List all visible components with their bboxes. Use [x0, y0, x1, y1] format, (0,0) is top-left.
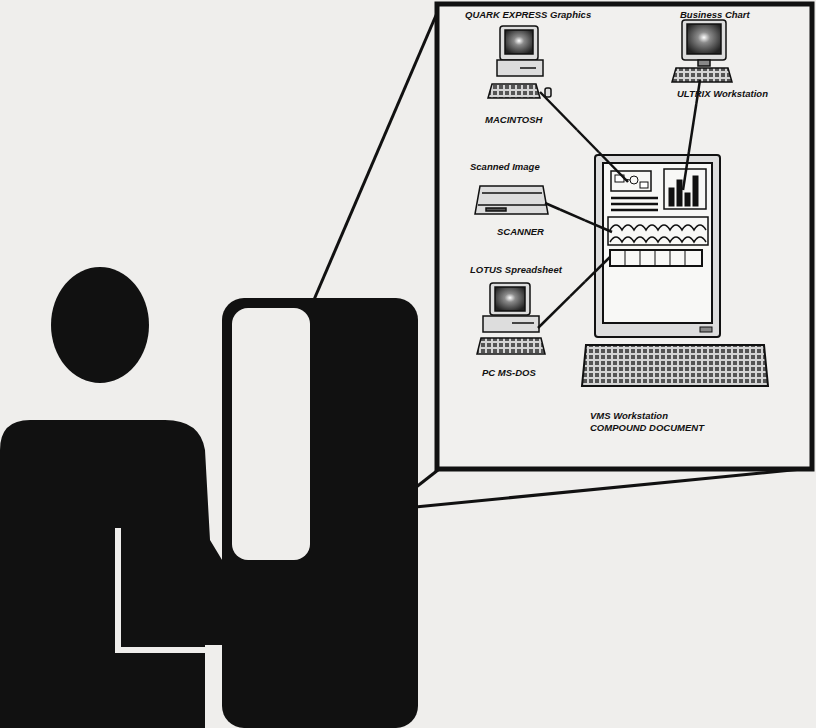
link-line	[570, 282, 585, 297]
macintosh-icon	[488, 26, 551, 98]
link-line	[689, 104, 696, 152]
leader-stub	[585, 220, 612, 232]
device-label: ULTRIX Workstation	[677, 88, 797, 100]
content-label: Business Chart	[680, 9, 780, 21]
leader-stub	[585, 257, 610, 282]
device-node: QUARK EXPRESS GraphicsMACINTOSH	[460, 8, 585, 130]
device-node: LOTUS SpreadsheetPC MS-DOS	[465, 263, 570, 383]
scanner-icon	[475, 186, 548, 214]
device-node: Business ChartULTRIX Workstation	[660, 8, 770, 104]
device-node: VMS Workstation COMPOUND DOCUMENT	[585, 152, 770, 442]
vms-workstation-icon	[582, 155, 768, 386]
leader-stub	[545, 203, 560, 209]
link-line	[560, 209, 585, 220]
terminal-silhouette	[222, 298, 418, 728]
content-label: Scanned Image	[470, 161, 570, 173]
device-label: VMS Workstation COMPOUND DOCUMENT	[590, 410, 715, 434]
pc-icon	[477, 283, 545, 354]
device-label: SCANNER	[497, 226, 577, 238]
leader-stub	[540, 92, 577, 130]
leader-stub	[696, 80, 700, 104]
leader-stub	[599, 152, 628, 182]
device-label: PC MS-DOS	[482, 367, 572, 379]
content-label: LOTUS Spreadsheet	[470, 264, 590, 276]
ultrix-workstation-icon	[672, 20, 732, 82]
compound-document	[608, 169, 708, 266]
leader-stub	[683, 152, 689, 190]
link-line	[577, 130, 599, 152]
device-node: Scanned ImageSCANNER	[465, 160, 560, 240]
device-label: MACINTOSH	[485, 114, 585, 126]
content-label: QUARK EXPRESS Graphics	[465, 9, 615, 21]
zoom-frame	[437, 4, 812, 469]
leader-stub	[538, 296, 570, 328]
